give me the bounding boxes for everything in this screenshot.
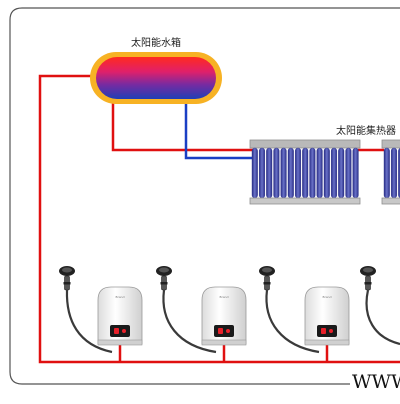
diagram-frame — [9, 7, 400, 385]
solar-collector-panel-2 — [381, 139, 400, 205]
solar-water-tank — [90, 52, 222, 104]
vacuum-tube — [295, 147, 302, 199]
shower-head-icon — [259, 266, 275, 291]
shower-head-icon — [59, 266, 75, 291]
vacuum-tube — [259, 147, 266, 199]
shower-hose — [162, 289, 217, 354]
vacuum-tube — [266, 147, 273, 199]
vacuum-tube — [331, 147, 338, 199]
shower-hose — [65, 289, 113, 354]
heater-brand-label: Brand — [220, 295, 229, 299]
water-heater-icon: Brand — [304, 286, 350, 362]
vacuum-tube — [251, 147, 258, 199]
cold-water-pipe — [184, 96, 253, 160]
vacuum-tube — [338, 147, 345, 199]
vacuum-tube — [280, 147, 287, 199]
vacuum-tube — [273, 147, 280, 199]
heater-brand-label: Brand — [323, 295, 332, 299]
shower-hose — [265, 289, 320, 354]
vacuum-tube — [316, 147, 323, 199]
vacuum-tube — [345, 147, 352, 199]
water-heater-icon: Brand — [201, 286, 247, 362]
water-heater-icon: Brand — [97, 286, 143, 362]
vacuum-tube — [391, 147, 398, 199]
tank-label: 太阳能水箱 — [131, 36, 181, 49]
vacuum-tube — [309, 147, 316, 199]
vacuum-tube — [352, 147, 359, 199]
vacuum-tube — [323, 147, 330, 199]
vacuum-tube — [287, 147, 294, 199]
watermark-text: WWW — [352, 371, 400, 393]
vacuum-tube — [302, 147, 309, 199]
solar-collector-panel-1 — [249, 139, 361, 205]
shower-head-icon — [360, 266, 376, 291]
heater-brand-label: Brand — [116, 295, 125, 299]
shower-head-icon — [156, 266, 172, 291]
hot-water-pipes — [38, 74, 400, 364]
shower-hose — [365, 289, 400, 346]
vacuum-tube — [383, 147, 390, 199]
collector-label: 太阳能集热器 — [336, 124, 396, 137]
